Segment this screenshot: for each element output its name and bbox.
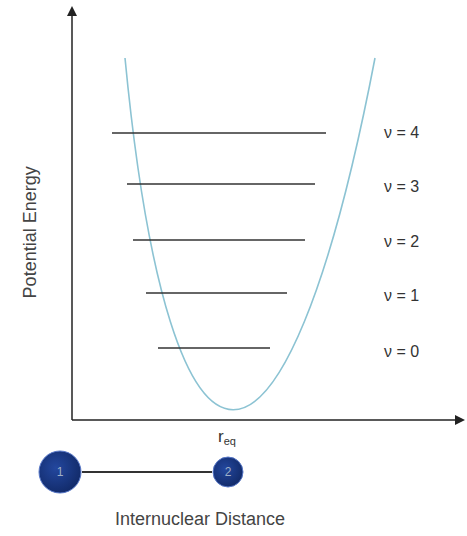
y-axis bbox=[71, 8, 73, 420]
atom-circle-fill bbox=[213, 457, 243, 487]
axis-title: Internuclear Distance bbox=[115, 509, 285, 530]
level-label: ν = 2 bbox=[384, 233, 419, 251]
level-label: ν = 0 bbox=[384, 343, 419, 361]
atom-number: 2 bbox=[212, 456, 244, 488]
energy-level bbox=[127, 183, 315, 184]
bond-line bbox=[82, 471, 212, 473]
energy-level bbox=[158, 347, 270, 348]
axis-title: Potential Energy bbox=[20, 166, 41, 298]
energy-level bbox=[112, 132, 326, 133]
level-label: ν = 3 bbox=[384, 178, 419, 196]
atom-number: 1 bbox=[38, 450, 82, 494]
level-label: ν = 4 bbox=[384, 124, 419, 142]
x-axis bbox=[72, 419, 463, 421]
equilibrium-subscript: eq bbox=[224, 435, 236, 448]
atom-circle-fill bbox=[39, 451, 81, 493]
energy-level bbox=[133, 239, 305, 240]
equilibrium-label: r bbox=[218, 427, 224, 447]
energy-level bbox=[146, 292, 287, 293]
level-label: ν = 1 bbox=[384, 287, 419, 305]
atom-circle: 1 bbox=[38, 450, 82, 494]
atom-circle: 2 bbox=[212, 456, 244, 488]
potential-curve bbox=[125, 58, 375, 410]
